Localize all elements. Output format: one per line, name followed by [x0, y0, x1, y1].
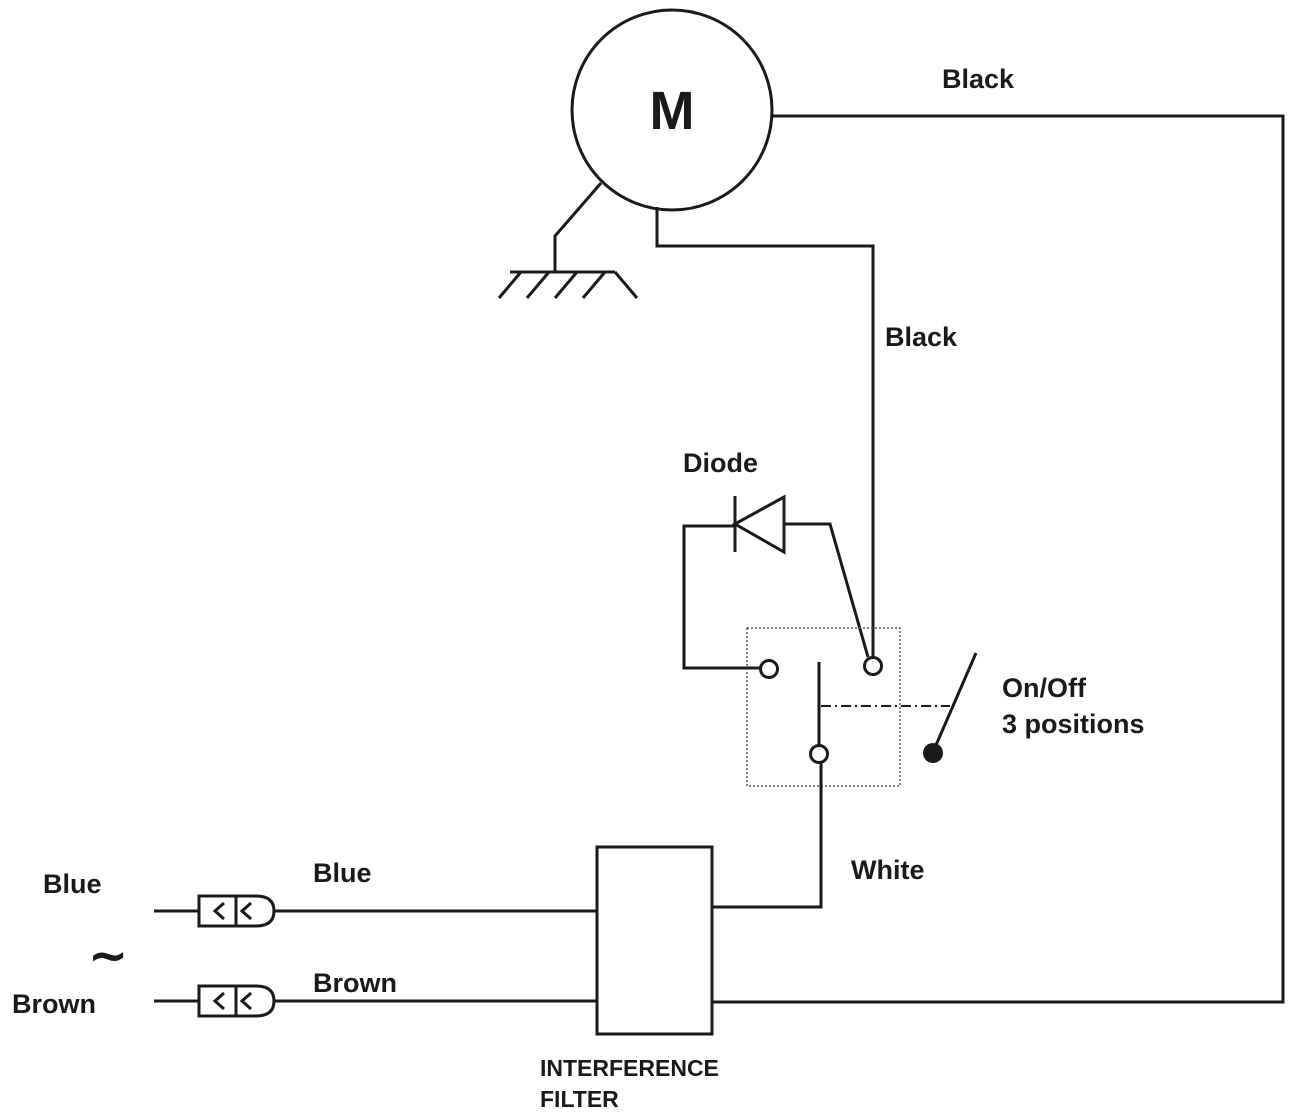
switch-contact-common — [809, 744, 829, 764]
label-black-top: Black — [942, 64, 1015, 94]
label-switch-line2: 3 positions — [1002, 709, 1145, 739]
switch-actuator-dot — [923, 743, 943, 763]
label-black-middle: Black — [885, 322, 958, 352]
label-ac-symbol: ~ — [88, 928, 128, 984]
switch-contact-left — [759, 659, 779, 679]
motor-circle — [570, 8, 774, 212]
wire-white — [712, 763, 823, 909]
label-switch-line1: On/Off — [1002, 673, 1087, 703]
switch-housing — [746, 627, 901, 787]
label-wire-blue: Blue — [313, 858, 372, 888]
wire-black-motor-to-filter — [712, 114, 1285, 1004]
label-white: White — [851, 855, 925, 885]
label-wire-brown: Brown — [313, 968, 397, 998]
label-input-brown: Brown — [12, 989, 96, 1019]
diode-symbol — [682, 494, 870, 670]
label-filter-line2: FILTER — [540, 1086, 619, 1112]
ground-symbol — [497, 182, 639, 299]
on-off-switch — [746, 627, 978, 787]
motor: M — [570, 8, 774, 212]
label-input-blue: Blue — [43, 869, 102, 899]
label-diode: Diode — [683, 448, 758, 478]
switch-contact-right — [863, 656, 883, 676]
connector-blue — [154, 894, 597, 928]
wire-black-motor-to-switch — [655, 207, 875, 657]
label-filter-line1: INTERFERENCE — [540, 1055, 719, 1081]
connector-brown — [154, 984, 597, 1018]
motor-symbol: M — [650, 81, 695, 141]
interference-filter — [595, 845, 714, 1036]
